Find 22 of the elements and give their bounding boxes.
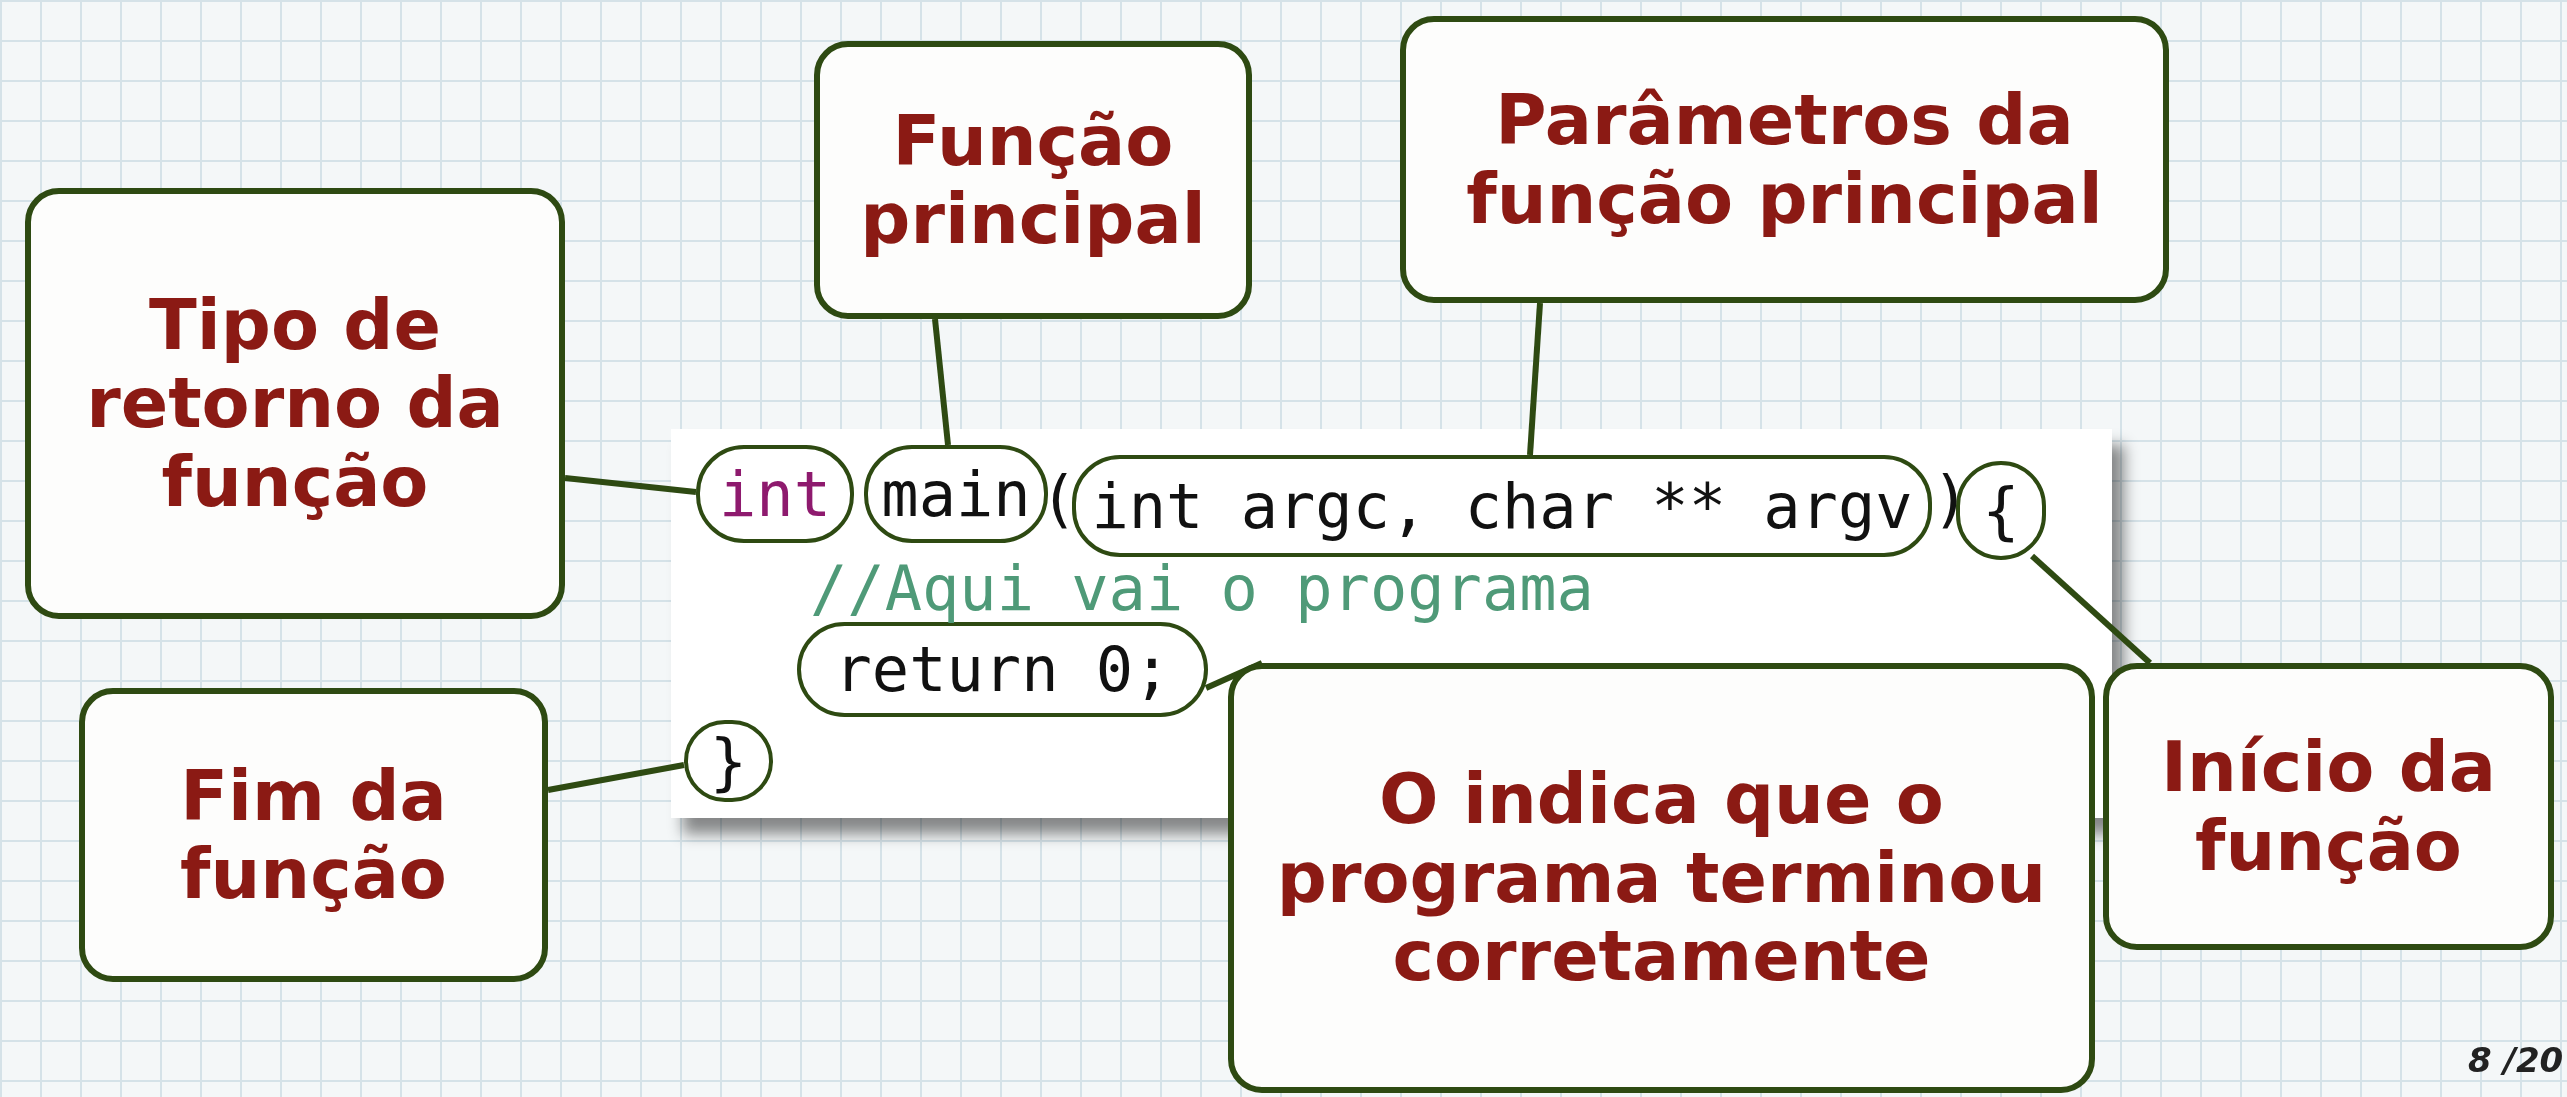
- code-comment: //Aqui vai o programa: [810, 552, 1594, 625]
- callout-text: Tipo de retorno da função: [85, 285, 505, 522]
- code-text: int argc, char ** argv: [1091, 469, 1913, 543]
- callout-text: Parâmetros da função principal: [1465, 81, 2104, 238]
- callout-bubble: [1228, 663, 2095, 1093]
- callout-text: Início da função: [2159, 728, 2498, 885]
- callout-bubble: [2103, 663, 2554, 950]
- code-text: {: [1982, 474, 2020, 547]
- code-text: return 0;: [834, 633, 1171, 706]
- callout-bubble: [814, 41, 1252, 319]
- callout-bubble: [79, 688, 548, 982]
- code-text: (: [1040, 462, 1078, 535]
- callout-text: Fim da função: [179, 756, 448, 914]
- code-text: int: [719, 457, 831, 531]
- callout-bubble: [1400, 16, 2169, 303]
- code-text: main: [881, 457, 1031, 531]
- code-text: ): [1932, 462, 1970, 535]
- callout-text: Função principal: [859, 101, 1207, 259]
- code-text: }: [709, 724, 748, 798]
- callout-bubble: [25, 188, 565, 619]
- callout-text: O indica que o programa terminou corretamente: [1275, 760, 2048, 996]
- page-number: 8 /20: [2468, 1040, 2564, 1080]
